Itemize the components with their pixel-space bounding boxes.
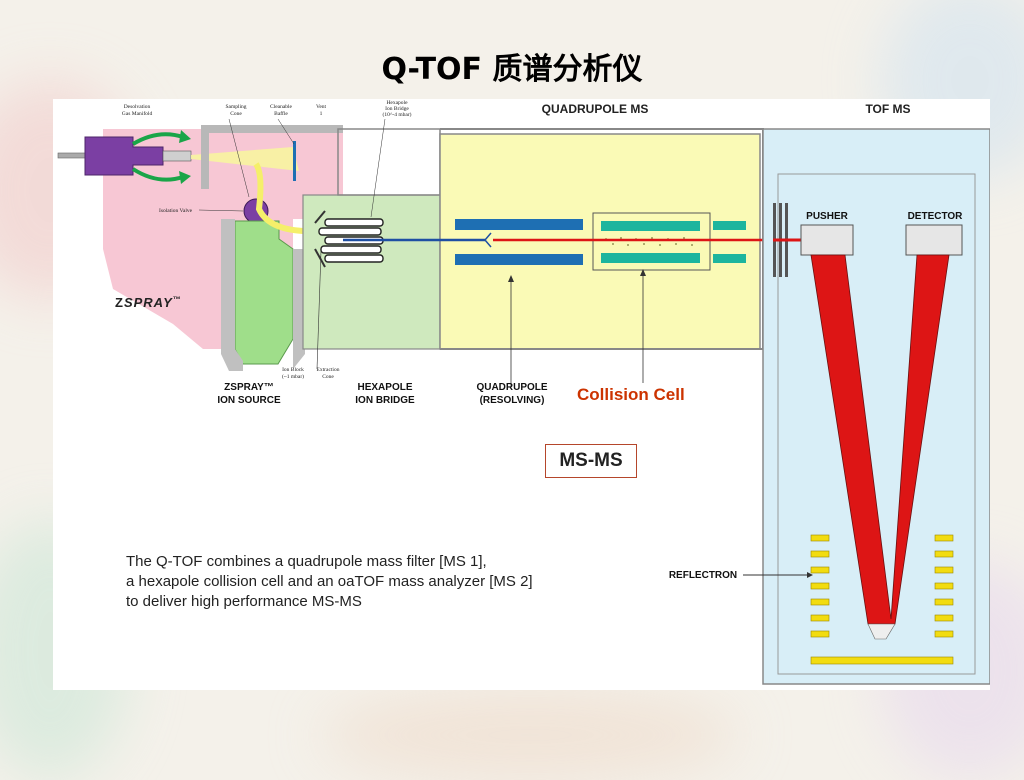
msms-box: MS-MS: [545, 444, 637, 478]
label-quadrupole-2: (RESOLVING): [480, 395, 545, 406]
svg-text:Vent: Vent: [316, 104, 327, 110]
svg-text:Isolation Valve: Isolation Valve: [159, 208, 193, 214]
label-ion-source-1: ZSPRAY™: [224, 382, 274, 393]
zspray-logo: ZSPRAY™: [115, 295, 182, 310]
label-hexapole-bridge-2: Ion Bridge: [385, 106, 409, 112]
svg-text:Sampling: Sampling: [225, 104, 246, 110]
svg-text:(~1 mbar): (~1 mbar): [282, 373, 304, 380]
hexapole-chamber: [302, 194, 441, 350]
svg-text:Desolvation: Desolvation: [124, 104, 151, 110]
svg-text:Cone: Cone: [230, 111, 242, 117]
label-extraction-cone-2: Cone: [322, 374, 334, 380]
label-ion-block-2: (~1 mbar): [282, 373, 304, 380]
svg-text:Gas Manifold: Gas Manifold: [122, 110, 153, 117]
cleanable-baffle: [293, 141, 296, 181]
svg-text:1: 1: [320, 111, 323, 117]
label-desolvation-2: Gas Manifold: [122, 110, 153, 117]
svg-text:Baffle: Baffle: [274, 110, 288, 117]
collision-cell-transfer-bottom: [713, 254, 746, 263]
label-detector: DETECTOR: [908, 211, 964, 222]
qtof-diagram: Desolvation Gas Manifold Sampling Cone C…: [53, 99, 990, 690]
svg-text:Extraction: Extraction: [317, 367, 340, 373]
qtof-schematic: Desolvation Gas Manifold Sampling Cone C…: [57, 100, 990, 685]
quadrupole-rod-bottom: [455, 254, 583, 265]
sprayer-tip: [162, 150, 192, 162]
ion-beam-source: [253, 162, 329, 238]
reflectron: [810, 534, 954, 665]
label-sampling-cone-1: Sampling: [225, 104, 246, 110]
spray-plume: [191, 147, 299, 171]
svg-text:(10^-4 mbar): (10^-4 mbar): [382, 111, 411, 118]
quadrupole-rod-top: [455, 219, 583, 230]
collision-cell-label: Collision Cell: [577, 385, 685, 404]
ion-block-housing: [221, 219, 243, 371]
label-ion-source-2: ION SOURCE: [217, 395, 281, 406]
label-baffle-1: Cleanable: [270, 104, 293, 110]
quadrupole-chamber: [439, 133, 761, 350]
label-isolation-valve: Isolation Valve: [159, 208, 193, 214]
svg-text:Ion Block: Ion Block: [282, 367, 304, 373]
svg-text:Hexapole: Hexapole: [386, 100, 408, 106]
source-body-outline: [201, 125, 343, 189]
svg-text:Cleanable: Cleanable: [270, 104, 293, 110]
label-hexapole-bridge-3: (10^-4 mbar): [382, 111, 411, 118]
gas-arrow-bottom: [131, 167, 184, 182]
slide-title: Q-TOF 质谱分析仪: [381, 52, 643, 87]
description-line-3: to deliver high performance MS-MS: [126, 593, 362, 610]
label-quadrupole-1: QUADRUPOLE: [476, 382, 547, 393]
label-vent-1: Vent: [316, 104, 327, 110]
pusher: [800, 224, 854, 256]
collision-cell-transfer-top: [713, 221, 746, 230]
svg-text:Cone: Cone: [322, 374, 334, 380]
section-tof-ms: TOF MS: [865, 102, 910, 116]
description-line-1: The Q-TOF combines a quadrupole mass fil…: [126, 553, 487, 570]
collision-cell-rod-bottom: [601, 253, 700, 263]
label-hexapole-bridge-1: Hexapole: [386, 100, 408, 106]
label-ion-block-1: Ion Block: [282, 367, 304, 373]
svg-text:Ion Bridge: Ion Bridge: [385, 106, 409, 112]
collision-cell-box: [592, 212, 711, 271]
collision-cell-rod-top: [601, 221, 700, 231]
ion-block: [234, 220, 294, 365]
extraction-cone: [314, 248, 326, 268]
hexapole-housing: [337, 128, 441, 196]
label-pusher: PUSHER: [806, 211, 848, 222]
label-vent-2: 1: [320, 111, 323, 117]
desolvation-manifold: [84, 136, 164, 176]
label-sampling-cone-2: Cone: [230, 111, 242, 117]
label-hexapole-1: HEXAPOLE: [357, 382, 412, 393]
label-baffle-2: Baffle: [274, 110, 288, 117]
label-reflectron: REFLECTRON: [669, 570, 737, 581]
description-line-2: a hexapole collision cell and an oaTOF m…: [126, 573, 533, 590]
gas-arrow-top: [131, 132, 184, 146]
label-hexapole-2: ION BRIDGE: [355, 395, 415, 406]
label-desolvation-1: Desolvation: [124, 104, 151, 110]
section-quadrupole-ms: QUADRUPOLE MS: [542, 102, 649, 116]
description-text: The Q-TOF combines a quadrupole mass fil…: [126, 552, 626, 612]
background-decoration: [320, 690, 740, 780]
label-extraction-cone-1: Extraction: [317, 367, 340, 373]
detector: [905, 224, 963, 256]
